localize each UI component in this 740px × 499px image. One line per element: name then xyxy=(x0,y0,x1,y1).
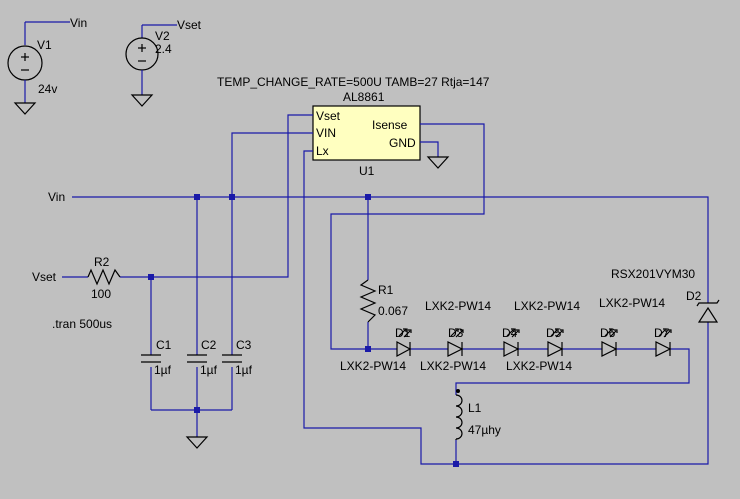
v2-name: V2 xyxy=(155,29,170,43)
c3-name: C3 xyxy=(236,338,252,352)
net-label-vset: Vset xyxy=(32,270,57,284)
r1-value: 0.067 xyxy=(378,304,408,318)
u1-name-label: U1 xyxy=(359,164,375,178)
led-d3[interactable] xyxy=(447,328,464,357)
led-part-top2: LXK2-PW14 xyxy=(514,299,580,313)
l1-name: L1 xyxy=(468,401,482,415)
v1-value: 24v xyxy=(38,82,57,96)
c2-value: 1µf xyxy=(200,363,218,377)
spice-directive[interactable]: TEMP_CHANGE_RATE=500U TAMB=27 Rtja=147 xyxy=(217,75,490,89)
d3-name: D3 xyxy=(448,326,464,340)
d4-name: D4 xyxy=(502,326,518,340)
led-part-top3: LXK2-PW14 xyxy=(599,296,665,310)
r1-name: R1 xyxy=(378,283,394,297)
led-d6[interactable] xyxy=(601,328,618,357)
led-part-bot2: LXK2-PW14 xyxy=(420,359,486,373)
led-d7[interactable] xyxy=(655,328,672,357)
pin-vin-label: VIN xyxy=(316,126,336,140)
ground-icon xyxy=(426,156,450,169)
led-d1[interactable] xyxy=(396,328,412,358)
d2-part-label: RSX201VYM30 xyxy=(611,267,695,281)
led-d4[interactable] xyxy=(503,328,520,357)
led-part-bot1: LXK2-PW14 xyxy=(340,359,406,373)
junction-dots xyxy=(148,194,459,467)
ic-u1-body[interactable] xyxy=(312,105,421,161)
schottky-diode-d2[interactable] xyxy=(696,299,720,323)
v2-value: 2.4 xyxy=(155,42,172,56)
led-part-bot3: LXK2-PW14 xyxy=(506,359,572,373)
pin-vset-label: Vset xyxy=(316,109,341,123)
v1-name: V1 xyxy=(37,38,52,52)
d5-name: D5 xyxy=(546,326,562,340)
d2-name: D2 xyxy=(686,289,702,303)
ground-icon xyxy=(130,94,154,107)
net-label-vset-top: Vset xyxy=(177,18,202,32)
c1-value: 1µf xyxy=(154,363,172,377)
capacitor-c3[interactable] xyxy=(222,354,242,363)
r2-name: R2 xyxy=(94,255,110,269)
net-label-vin-top: Vin xyxy=(70,16,87,30)
capacitor-c2[interactable] xyxy=(187,354,207,363)
pin-lx-label: Lx xyxy=(316,144,329,158)
net-label-vin: Vin xyxy=(48,190,65,204)
capacitor-c1[interactable] xyxy=(141,354,161,363)
ground-icon xyxy=(185,436,209,449)
c3-value: 1µf xyxy=(235,363,253,377)
d7-name: D7 xyxy=(654,326,670,340)
resistor-r1[interactable] xyxy=(359,279,377,323)
d1-name: D1 xyxy=(395,326,411,340)
inductor-polarity-dot xyxy=(456,389,460,393)
d6-name: D6 xyxy=(600,326,616,340)
resistor-r2[interactable] xyxy=(87,268,121,286)
led-d5[interactable] xyxy=(547,328,564,357)
c2-name: C2 xyxy=(201,338,217,352)
led-part-top1: LXK2-PW14 xyxy=(425,299,491,313)
pin-gnd-label: GND xyxy=(389,136,416,150)
u1-part-label: AL8861 xyxy=(343,90,385,104)
pin-isense-label: Isense xyxy=(372,118,408,132)
c1-name: C1 xyxy=(156,338,172,352)
inductor-l1[interactable] xyxy=(455,394,463,440)
ground-icon xyxy=(13,102,37,115)
l1-value: 47µhy xyxy=(468,423,501,437)
r2-value: 100 xyxy=(91,287,111,301)
wires xyxy=(62,114,709,465)
voltage-source-v1[interactable] xyxy=(7,21,70,115)
tran-directive[interactable]: .tran 500us xyxy=(52,317,112,331)
voltage-source-v2[interactable] xyxy=(125,24,177,107)
